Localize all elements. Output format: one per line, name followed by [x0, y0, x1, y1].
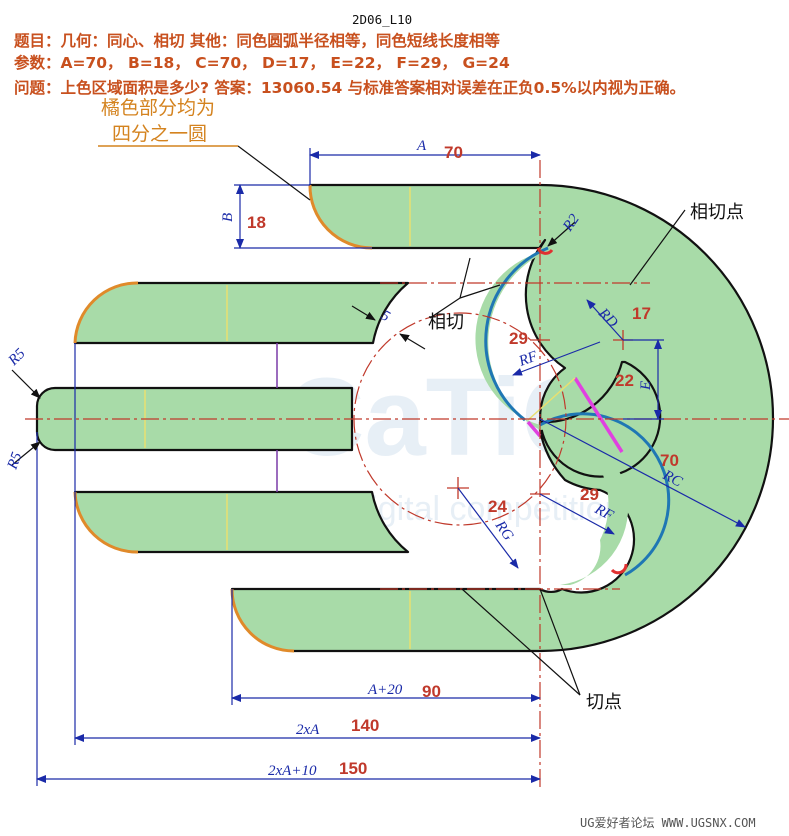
header-params: 参数：A=70， B=18， C=70， D=17， E=22， F=29， G…	[14, 54, 510, 72]
dim-2a10-value: 150	[339, 759, 367, 778]
leader-tangent	[429, 257, 471, 319]
leader-five-b	[399, 333, 426, 350]
middle-lower-bar	[73, 490, 410, 554]
label-tangent: 相切	[428, 312, 464, 333]
label-tangent-point: 相切点	[690, 202, 744, 223]
red-corner-top	[536, 247, 554, 255]
leader-tangent-b	[459, 284, 501, 299]
divider-diag	[527, 377, 576, 421]
dim-e-label: E	[638, 381, 654, 391]
dim-2a-value: 140	[351, 716, 379, 735]
dim-rc-value: 70	[660, 451, 679, 470]
leader-points-b	[539, 588, 581, 696]
dim-2a10-label: 2xA+10	[268, 763, 317, 779]
dim-rf-bottom-value: 29	[580, 485, 599, 504]
blue-arc-upper	[484, 246, 549, 422]
leader-orange-note	[237, 145, 311, 201]
dim-a20-label: A+20	[367, 682, 403, 698]
dim-rg	[457, 487, 519, 569]
dim-rf-top-value: 29	[509, 329, 528, 348]
dim-r5-top-label: R5	[5, 345, 29, 369]
magenta-line-1	[573, 377, 624, 453]
leader-five-a	[351, 305, 376, 321]
dim-rf-top-label: RF	[516, 348, 540, 370]
dim-a20-value: 90	[422, 682, 441, 701]
construction-circle	[353, 312, 567, 526]
header-question: 问题：上色区域面积是多少? 答案：13060.54 与标准答案相对误差在正负0.…	[14, 79, 686, 97]
orange-arc-bottom	[230, 588, 295, 653]
outer-c-band	[230, 183, 775, 653]
leader-r5-top	[11, 369, 41, 399]
leader-points-a	[461, 588, 581, 696]
drawing-code: 2D06_L10	[352, 12, 413, 27]
leader-r5-bottom	[11, 441, 41, 466]
leader-tangent-point	[629, 209, 686, 286]
dim-rc	[539, 418, 746, 528]
orange-arc-top	[308, 184, 373, 250]
dim-rf-bottom	[539, 493, 615, 535]
label-tangent-points: 切点	[586, 692, 622, 713]
dim-a-label: A	[416, 138, 427, 154]
middle-upper-bar	[73, 281, 410, 345]
dim-b-value: 18	[247, 213, 266, 232]
dim-e-value: 22	[615, 371, 634, 390]
note-orange-line1: 橘色部分均为	[101, 97, 215, 119]
s-curve-band	[475, 250, 629, 585]
red-corner-bottom	[610, 563, 628, 575]
orange-arc-mid-lower	[73, 491, 139, 554]
dim-2a-label: 2xA	[296, 722, 320, 738]
magenta-line-2	[526, 420, 542, 438]
dim-rf-top	[512, 341, 601, 376]
dim-rd	[586, 299, 624, 341]
dim-rd-value: 17	[632, 304, 651, 323]
footer-watermark: UG爱好者论坛 WWW.UGSNX.COM	[580, 816, 756, 830]
blue-arc-lower	[539, 412, 671, 577]
dim-a-value: 70	[444, 143, 463, 162]
dim-r5-bottom-label: R5	[4, 450, 25, 473]
dim-rg-value: 24	[488, 497, 507, 516]
dim-b-label: B	[220, 213, 236, 222]
leader-r2	[547, 221, 576, 247]
header-title: 题目：几何：同心、相切 其他：同色圆弧半径相等，同色短线长度相等	[14, 32, 500, 50]
orange-arc-mid-upper	[73, 281, 139, 344]
note-orange-line2: 四分之一圆	[112, 123, 207, 145]
